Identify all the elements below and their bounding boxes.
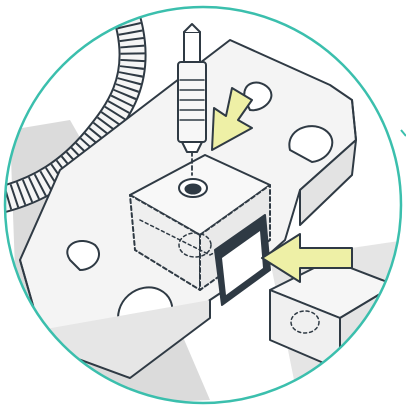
frame-tick <box>401 130 406 136</box>
